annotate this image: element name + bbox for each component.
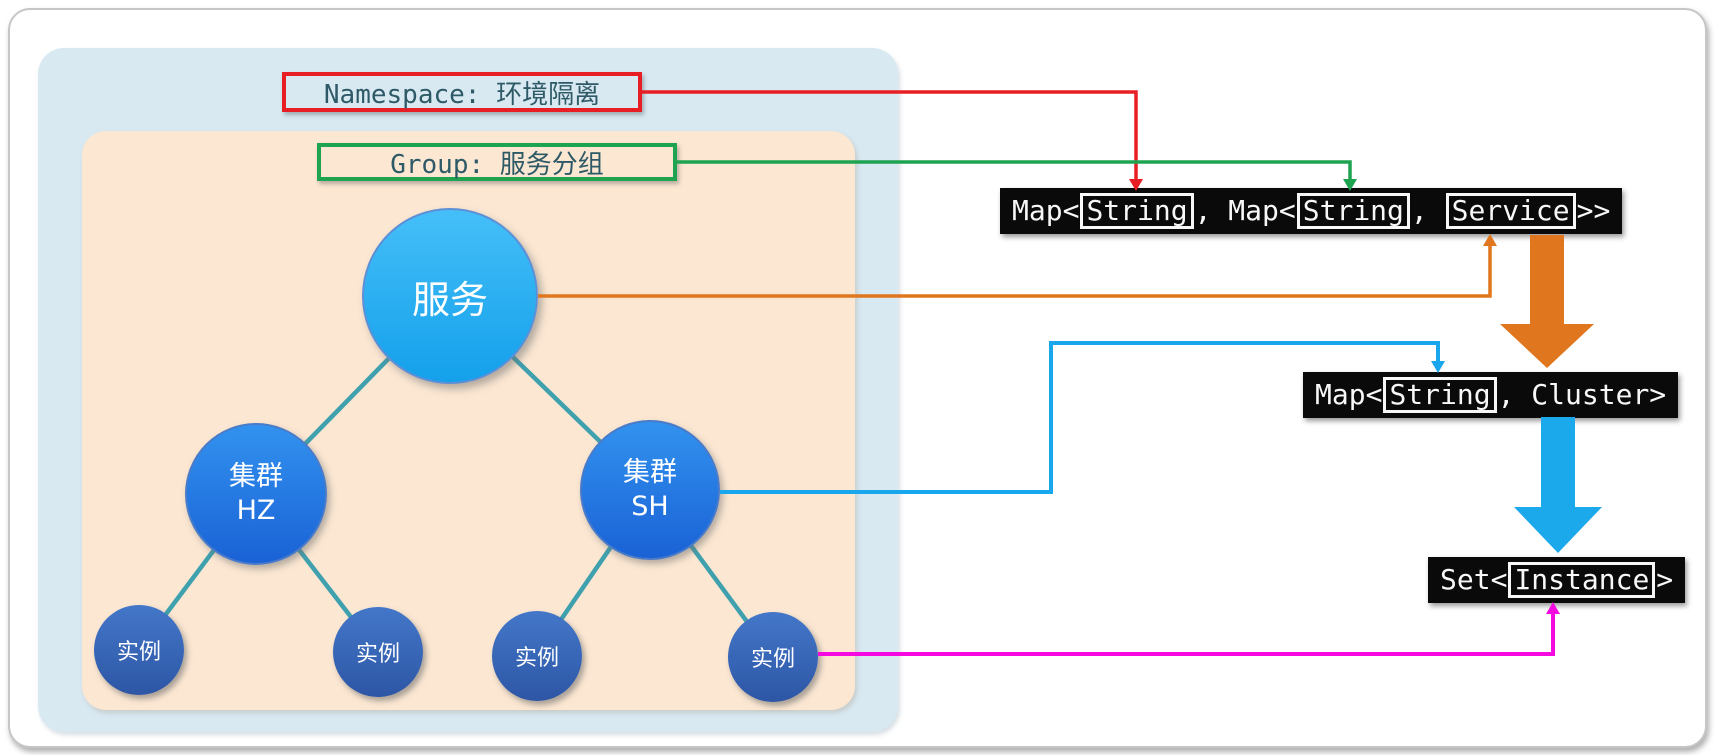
service-node: 服务 bbox=[362, 208, 538, 384]
code-text: Map< bbox=[1012, 194, 1080, 227]
cluster-node-hz: 集群 HZ bbox=[185, 423, 327, 565]
service-value-box: Service bbox=[1445, 193, 1576, 229]
instance-1-label: 实例 bbox=[116, 640, 161, 665]
instance-4-label: 实例 bbox=[750, 647, 795, 672]
cluster-node-sh: 集群 SH bbox=[580, 420, 720, 560]
code-block-instance-set: Set<Instance> bbox=[1428, 557, 1686, 603]
code-text: , Map< bbox=[1194, 194, 1296, 227]
group-label: Group: 服务分组 bbox=[317, 143, 677, 181]
code-text: Map< bbox=[1315, 378, 1383, 411]
instance-node-1: 实例 bbox=[94, 605, 184, 695]
cluster-key-box: String bbox=[1383, 377, 1497, 413]
cluster-hz-type: 集群 bbox=[229, 461, 283, 493]
code-text: , bbox=[1410, 194, 1445, 227]
code-text: Set< bbox=[1440, 563, 1508, 596]
instance-2-label: 实例 bbox=[355, 642, 400, 667]
namespace-label: Namespace: 环境隔离 bbox=[282, 72, 642, 112]
instance-node-2: 实例 bbox=[333, 607, 423, 697]
namespace-label-text: Namespace: 环境隔离 bbox=[323, 79, 601, 110]
cluster-sh-type: 集群 bbox=[623, 457, 677, 489]
code-text: >> bbox=[1576, 194, 1611, 227]
cluster-sh-name: SH bbox=[631, 491, 669, 522]
code-block-service-map: Map<String, Map<String, Service>> bbox=[1000, 188, 1623, 234]
group-key-box: String bbox=[1296, 193, 1410, 229]
instance-3-label: 实例 bbox=[514, 646, 559, 671]
code-text: > bbox=[1656, 563, 1674, 596]
instance-value-box: Instance bbox=[1508, 562, 1656, 598]
cluster-hz-name: HZ bbox=[236, 495, 276, 526]
code-text: , Cluster> bbox=[1497, 378, 1667, 411]
group-label-text: Group: 服务分组 bbox=[390, 149, 604, 180]
instance-node-4: 实例 bbox=[728, 612, 818, 702]
instance-node-3: 实例 bbox=[492, 611, 582, 701]
code-block-cluster-map: Map<String, Cluster> bbox=[1303, 372, 1679, 418]
service-node-label: 服务 bbox=[411, 277, 488, 322]
namespace-key-box: String bbox=[1080, 193, 1194, 229]
